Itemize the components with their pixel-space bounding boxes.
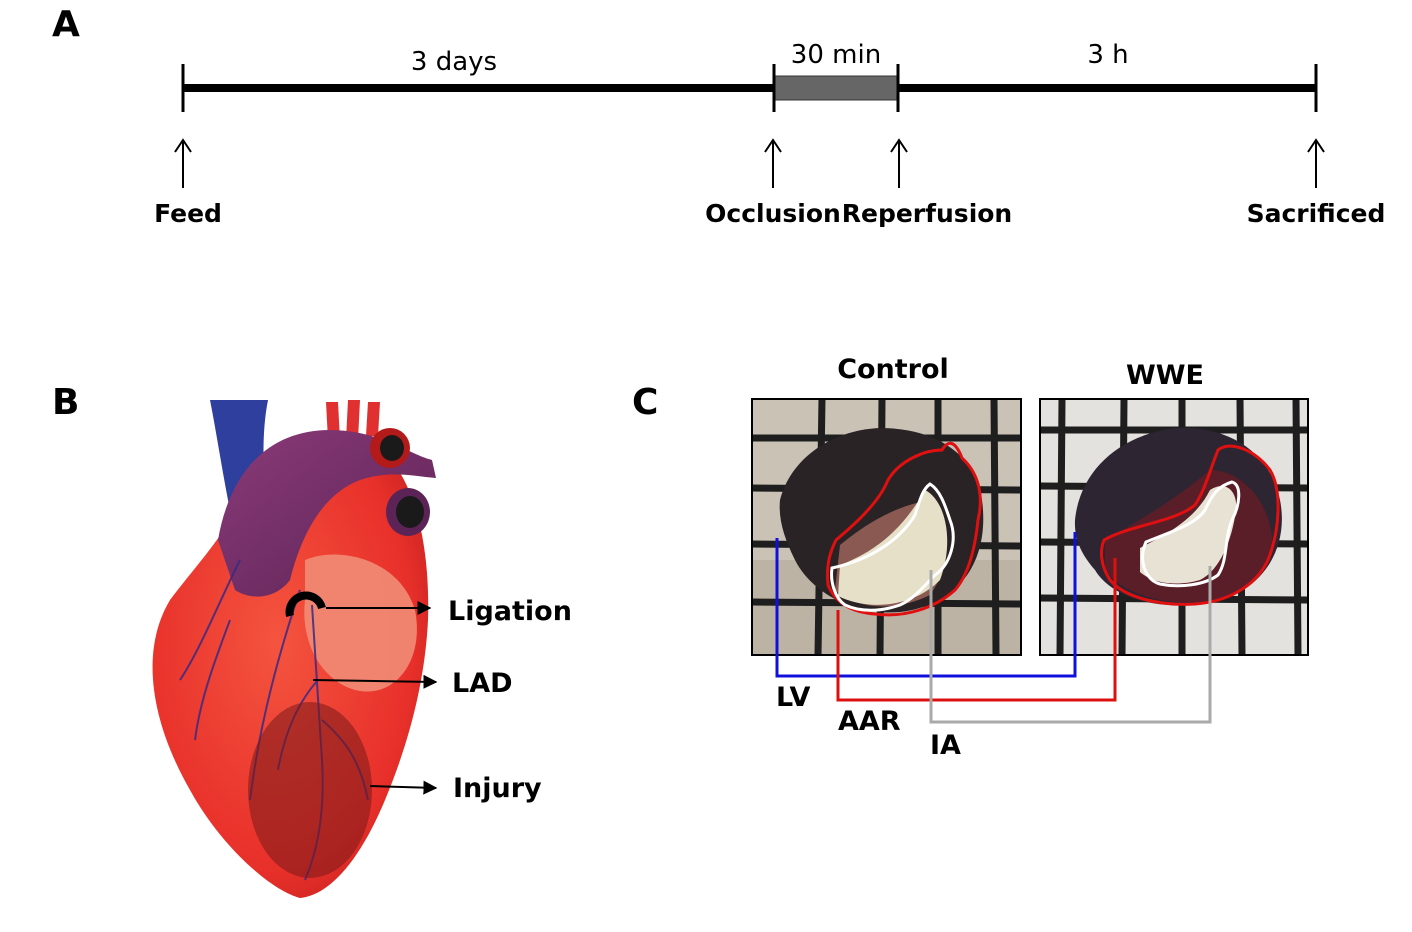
- arrow-right-icon: [312, 674, 438, 689]
- aortic-arch: [218, 430, 436, 597]
- event-label-reperfusion: Reperfusion: [842, 199, 1012, 228]
- segment-label-3-h: 3 h: [1087, 40, 1128, 70]
- ia-outline: [830, 482, 955, 612]
- injury-region: [248, 702, 372, 878]
- event-label-sacrificed: Sacrificed: [1247, 199, 1386, 228]
- event-label-occlusion: Occlusion: [705, 199, 841, 228]
- arrow-right-icon: [369, 780, 438, 795]
- label-injury: Injury: [453, 773, 542, 804]
- control-section-photo: [751, 398, 1022, 656]
- ligation-icon: [285, 591, 326, 617]
- event-label-feed: Feed: [154, 199, 222, 228]
- legend-connectors: [775, 532, 1212, 724]
- aar-outline: [1100, 444, 1280, 606]
- aar-connector: [836, 558, 1117, 702]
- legend-label-lv: LV: [776, 682, 810, 713]
- panel-c-letter: C: [632, 382, 658, 423]
- timeline: 3 days 30 min 3 h Feed Occlusion Reperfu…: [154, 40, 1385, 228]
- ia-connector: [929, 566, 1212, 724]
- segment-label-30-min: 30 min: [791, 40, 881, 70]
- panel-a-letter: A: [52, 4, 80, 45]
- heart-illustration: Ligation LAD Injury: [152, 400, 572, 898]
- arrow-up-icon: [764, 138, 782, 153]
- atrium: [304, 554, 417, 692]
- occlusion-segment: [773, 75, 899, 101]
- label-lad: LAD: [452, 668, 513, 699]
- segment-label-3-days: 3 days: [411, 47, 497, 77]
- arrow-up-icon: [1307, 138, 1325, 153]
- label-ligation: Ligation: [448, 596, 572, 627]
- section-title-control: Control: [837, 354, 949, 385]
- ia-outline: [1141, 480, 1241, 588]
- arrow-up-icon: [890, 138, 908, 153]
- legend-label-aar: AAR: [838, 706, 901, 737]
- arrow-up-icon: [174, 138, 192, 153]
- panel-b-letter: B: [52, 382, 79, 423]
- legend-label-ia: IA: [930, 730, 961, 761]
- section-title-wwe: WWE: [1126, 360, 1204, 391]
- lv-connector: [775, 532, 1077, 678]
- wwe-section-photo: [1039, 398, 1309, 656]
